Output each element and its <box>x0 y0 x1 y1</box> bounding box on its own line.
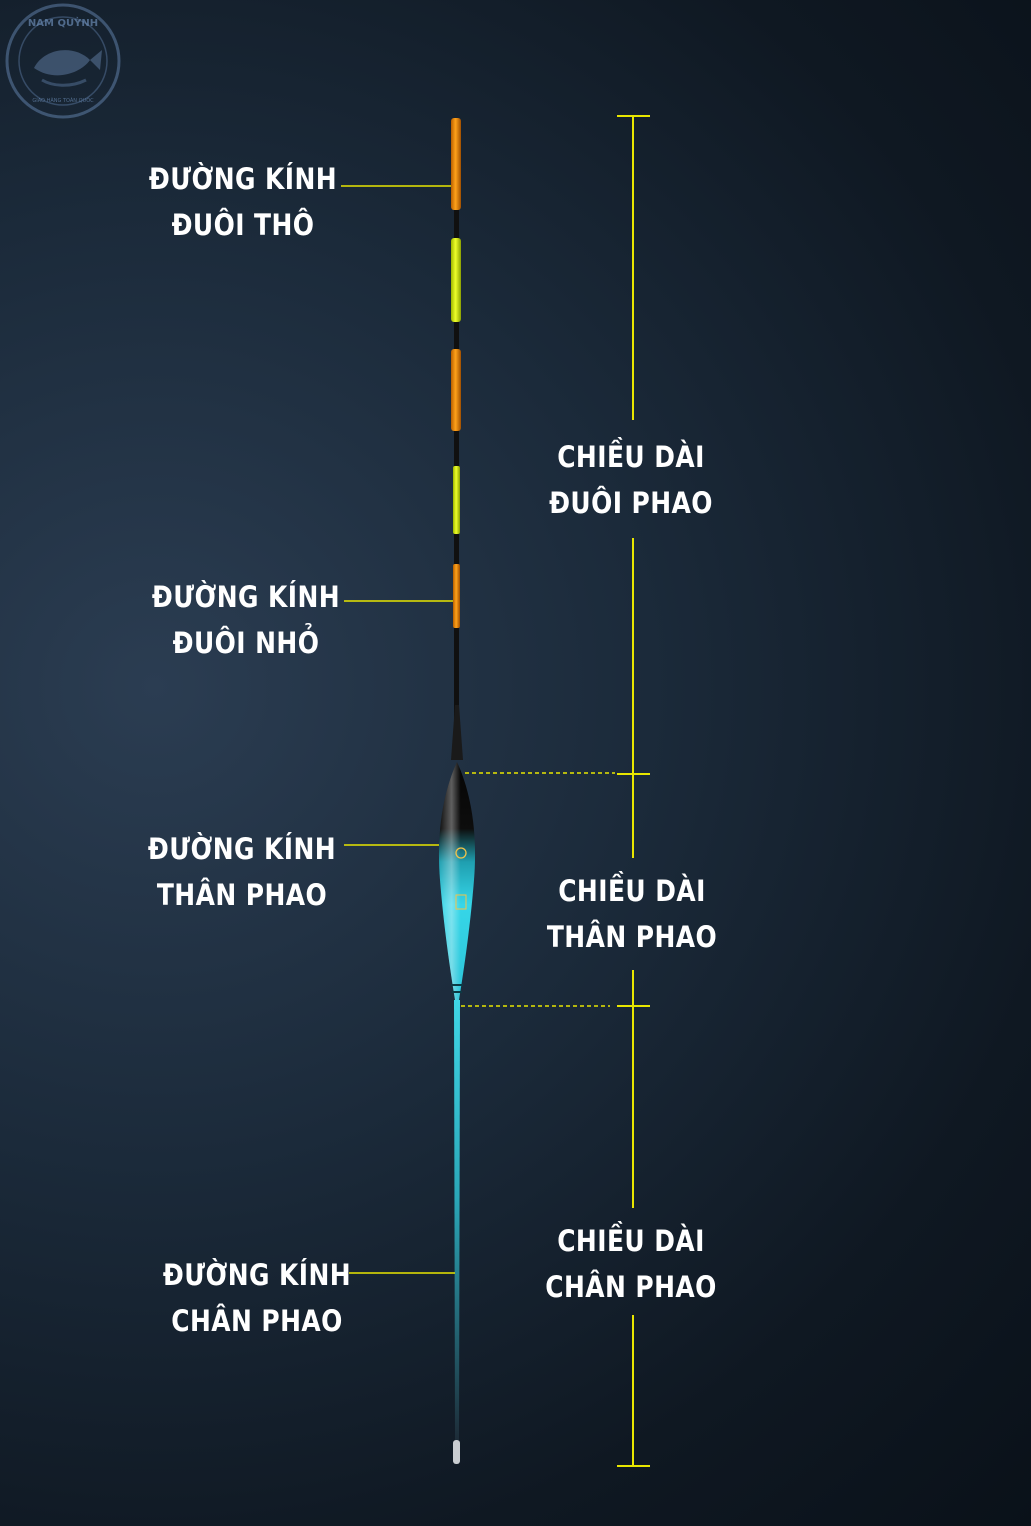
label-line: CHÂN PHAO <box>545 1270 717 1304</box>
float-body-shine <box>438 762 476 1000</box>
dimension-line <box>617 115 650 1467</box>
label-duong-kinh-duoi-nho: ĐƯỜNG KÍNH ĐUÔI NHỎ <box>147 574 345 666</box>
label-line: ĐUÔI PHAO <box>549 486 713 520</box>
tail-segment-orange <box>451 118 461 210</box>
label-line: ĐƯỜNG KÍNH <box>162 1258 352 1292</box>
label-line: ĐƯỜNG KÍNH <box>148 162 338 196</box>
body-marking <box>455 894 467 910</box>
logo-tagline: GIAO HÀNG TOÀN QUỐC <box>32 96 94 104</box>
label-line: THÂN PHAO <box>546 920 718 954</box>
label-line: ĐUÔI NHỎ <box>172 626 320 660</box>
label-duong-kinh-than-phao: ĐƯỜNG KÍNH THÂN PHAO <box>143 826 341 918</box>
stem-tip <box>453 1440 460 1464</box>
fish-logo-icon: NAM QUỲNH GIAO HÀNG TOÀN QUỐC <box>5 3 121 119</box>
tail-neck <box>451 705 463 760</box>
tail-segment-yellow <box>453 466 460 534</box>
label-chieu-dai-duoi-phao: CHIỀU DÀI ĐUÔI PHAO <box>528 434 734 526</box>
label-chieu-dai-chan-phao: CHIỀU DÀI CHÂN PHAO <box>528 1218 734 1310</box>
label-line: ĐƯỜNG KÍNH <box>151 580 341 614</box>
label-line: ĐUÔI THÔ <box>171 208 315 242</box>
label-line: CHIỀU DÀI <box>557 440 705 474</box>
tail-segment-yellow <box>451 238 461 322</box>
label-line: THÂN PHAO <box>156 878 328 912</box>
label-line: CHIỀU DÀI <box>558 874 706 908</box>
label-line: CHÂN PHAO <box>171 1304 343 1338</box>
label-line: CHIỀU DÀI <box>557 1224 705 1258</box>
label-duong-kinh-duoi-tho: ĐƯỜNG KÍNH ĐUÔI THÔ <box>144 156 342 248</box>
logo-text: NAM QUỲNH <box>28 16 98 29</box>
body-logo-icon <box>455 847 467 859</box>
label-duong-kinh-chan-phao: ĐƯỜNG KÍNH CHÂN PHAO <box>158 1252 356 1344</box>
label-line: ĐƯỜNG KÍNH <box>147 832 337 866</box>
tail-segment-orange <box>451 349 461 431</box>
label-chieu-dai-than-phao: CHIỀU DÀI THÂN PHAO <box>529 868 735 960</box>
float-stem <box>454 1000 460 1440</box>
tail-segment-orange <box>453 564 460 628</box>
